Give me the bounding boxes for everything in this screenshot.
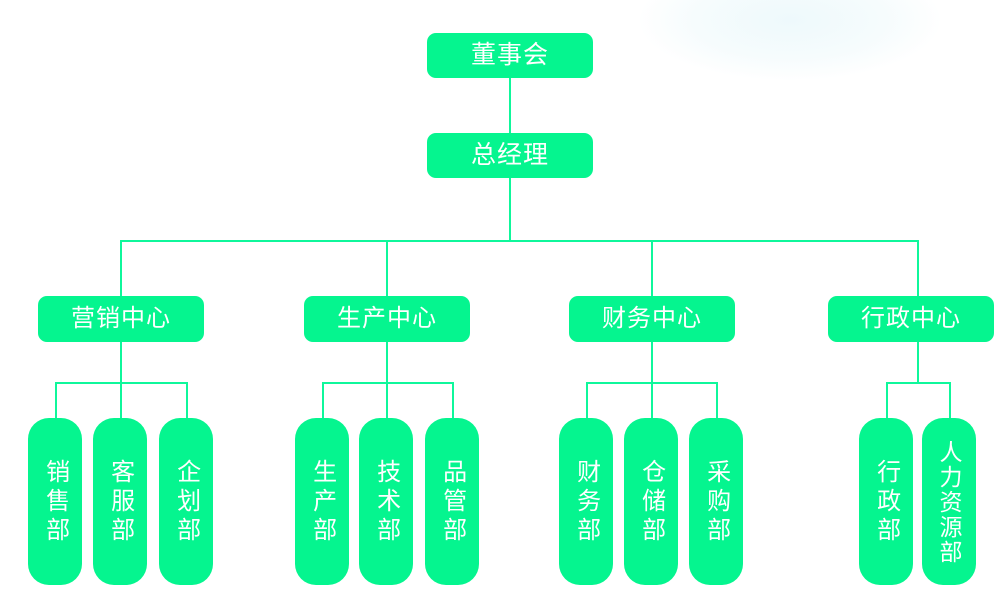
background-wash bbox=[640, 0, 940, 80]
connector-production-child-1 bbox=[322, 382, 324, 418]
connector-marketing-child-3 bbox=[186, 382, 188, 418]
node-board-of-directors[interactable]: 董事会 bbox=[427, 33, 593, 78]
node-customer-service-department[interactable]: 客服部 bbox=[93, 418, 147, 585]
node-purchasing-department[interactable]: 采购部 bbox=[689, 418, 743, 585]
node-planning-department[interactable]: 企划部 bbox=[159, 418, 213, 585]
connector-gm-down bbox=[509, 178, 511, 241]
connector-drop-marketing bbox=[120, 240, 122, 296]
connector-drop-production bbox=[386, 240, 388, 296]
connector-finance-child-2 bbox=[651, 382, 653, 418]
connector-drop-admin bbox=[917, 240, 919, 296]
node-marketing-center[interactable]: 营销中心 bbox=[38, 296, 204, 342]
node-admin-center[interactable]: 行政中心 bbox=[828, 296, 994, 342]
connector-finance-child-1 bbox=[586, 382, 588, 418]
node-manufacturing-department[interactable]: 生产部 bbox=[295, 418, 349, 585]
node-administration-department[interactable]: 行政部 bbox=[859, 418, 913, 585]
connector-admin-bus bbox=[886, 382, 950, 384]
connector-board-to-gm bbox=[509, 78, 511, 133]
node-accounting-department[interactable]: 财务部 bbox=[559, 418, 613, 585]
connector-level2-bus bbox=[120, 240, 918, 242]
node-warehouse-department[interactable]: 仓储部 bbox=[624, 418, 678, 585]
connector-finance-down bbox=[651, 342, 653, 383]
node-human-resources-department[interactable]: 人力资源部 bbox=[922, 418, 976, 585]
connector-admin-child-1 bbox=[886, 382, 888, 418]
connector-production-bus bbox=[322, 382, 454, 384]
node-quality-control-department[interactable]: 品管部 bbox=[425, 418, 479, 585]
node-finance-center[interactable]: 财务中心 bbox=[569, 296, 735, 342]
connector-admin-down bbox=[917, 342, 919, 383]
connector-finance-child-3 bbox=[716, 382, 718, 418]
connector-production-child-2 bbox=[386, 382, 388, 418]
connector-marketing-down bbox=[120, 342, 122, 383]
node-production-center[interactable]: 生产中心 bbox=[304, 296, 470, 342]
connector-production-child-3 bbox=[452, 382, 454, 418]
connector-marketing-child-1 bbox=[55, 382, 57, 418]
node-sales-department[interactable]: 销售部 bbox=[28, 418, 82, 585]
connector-marketing-child-2 bbox=[120, 382, 122, 418]
connector-production-down bbox=[386, 342, 388, 383]
node-general-manager[interactable]: 总经理 bbox=[427, 133, 593, 178]
connector-drop-finance bbox=[651, 240, 653, 296]
connector-admin-child-2 bbox=[949, 382, 951, 418]
node-technology-department[interactable]: 技术部 bbox=[359, 418, 413, 585]
